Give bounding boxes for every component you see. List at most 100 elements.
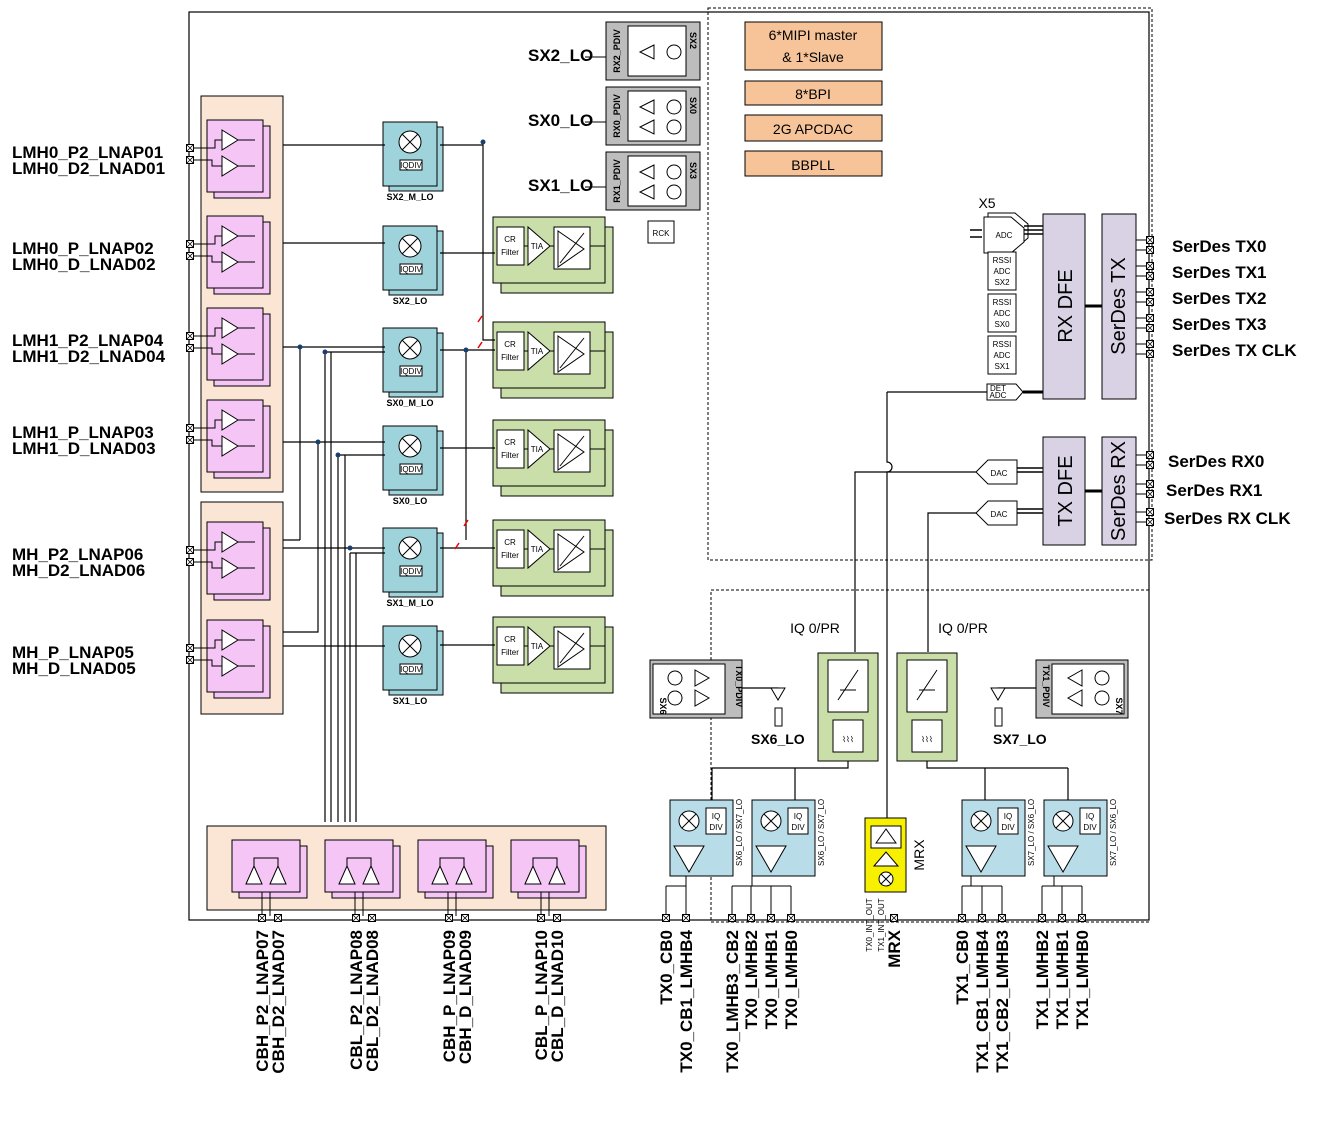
rx-dfe (1042, 213, 1086, 400)
svg-text:DAC: DAC (991, 510, 1008, 519)
svg-text:TX1_PDIV: TX1_PDIV (1041, 665, 1051, 708)
svg-text:Filter: Filter (501, 551, 519, 560)
svg-text:BBPLL: BBPLL (791, 157, 835, 173)
svg-text:SerDes RX0: SerDes RX0 (1168, 452, 1264, 471)
svg-text:TX0_LMHB2: TX0_LMHB2 (742, 930, 761, 1029)
svg-text:TX1_LMHB2: TX1_LMHB2 (1033, 930, 1052, 1029)
svg-text:SX0_LO: SX0_LO (528, 111, 593, 130)
svg-text:SX1_LO: SX1_LO (528, 176, 593, 195)
svg-text:IQDIV: IQDIV (400, 367, 422, 376)
svg-text:2G APCDAC: 2G APCDAC (773, 121, 853, 137)
svg-text:SerDes TX CLK: SerDes TX CLK (1172, 341, 1297, 360)
svg-text:MRX: MRX (885, 929, 904, 967)
svg-text:RX DFE: RX DFE (1055, 269, 1077, 342)
tx-synth-blocks: TX0_PDIV SX6 SX6_LO TX1_PDIV SX7 SX7_LO (649, 659, 1129, 747)
svg-text:CBH_P2_LNAP07: CBH_P2_LNAP07 (253, 930, 272, 1072)
tx-dfe (1042, 436, 1086, 546)
svg-text:DIV: DIV (1083, 823, 1097, 832)
svg-text:RX0_PDIV: RX0_PDIV (612, 94, 622, 138)
svg-text:CR: CR (504, 538, 516, 547)
svg-text:SX7_LO / SX6_LO: SX7_LO / SX6_LO (1027, 799, 1036, 866)
svg-text:DIV: DIV (709, 823, 723, 832)
svg-text:SX7_LO / SX6_LO: SX7_LO / SX6_LO (1109, 799, 1118, 866)
svg-text:TIA: TIA (531, 545, 544, 554)
lna-block (186, 119, 271, 199)
svg-text:TIA: TIA (531, 642, 544, 651)
svg-text:RX1_PDIV: RX1_PDIV (612, 159, 622, 203)
svg-text:IQDIV: IQDIV (400, 465, 422, 474)
svg-text:CBL_D2_LNAD08: CBL_D2_LNAD08 (363, 930, 382, 1072)
svg-text:Filter: Filter (501, 248, 519, 257)
svg-text:8*BPI: 8*BPI (795, 86, 831, 102)
svg-text:IQ 0/PR: IQ 0/PR (938, 620, 988, 636)
left-port-labels: LMH0_P2_LNAP01LMH0_D2_LNAD01LMH0_P_LNAP0… (12, 143, 166, 678)
svg-text:TX1_CB0: TX1_CB0 (953, 930, 972, 1005)
svg-text:TX1_CB1_LMHB4: TX1_CB1_LMHB4 (973, 929, 992, 1072)
svg-text:SerDes TX: SerDes TX (1108, 257, 1130, 354)
port-label: LMH0_P2_LNAP01 (12, 143, 163, 162)
svg-text:SX3: SX3 (688, 162, 698, 179)
mixer-blocks: IQDIVSX2_M_LOIQDIVSX2_LOIQDIVSX0_M_LOIQD… (382, 121, 444, 706)
svg-text:IQDIV: IQDIV (400, 161, 422, 170)
lna-block (186, 215, 271, 295)
svg-text:MRX: MRX (911, 839, 927, 871)
svg-text:DAC: DAC (991, 469, 1008, 478)
svg-text:RSSI: RSSI (993, 256, 1012, 265)
svg-text:TIA: TIA (531, 347, 544, 356)
port-label: LMH1_D2_LNAD04 (12, 347, 166, 366)
svg-text:Filter: Filter (501, 648, 519, 657)
svg-text:SX6: SX6 (658, 697, 668, 714)
svg-text:SX2: SX2 (994, 278, 1010, 287)
digital-region (707, 7, 1153, 561)
mixer-block: IQDIV SX2_M_LO (382, 121, 444, 202)
svg-text:IQDIV: IQDIV (400, 665, 422, 674)
svg-text:SX0_LO: SX0_LO (393, 496, 428, 506)
svg-text:IQ 0/PR: IQ 0/PR (790, 620, 840, 636)
svg-text:CBL_D_LNAD10: CBL_D_LNAD10 (548, 930, 567, 1062)
svg-text:TX1_INT_OUT: TX1_INT_OUT (877, 898, 886, 951)
svg-text:ADC: ADC (990, 391, 1007, 400)
svg-text:CBH_D_LNAD09: CBH_D_LNAD09 (456, 930, 475, 1064)
svg-text:CBH_D2_LNAD07: CBH_D2_LNAD07 (269, 930, 288, 1074)
lna-block (186, 619, 271, 699)
mixer-block: IQDIV SX0_LO (382, 425, 444, 506)
svg-text:SX0: SX0 (688, 97, 698, 114)
svg-text:TX1_LMHB0: TX1_LMHB0 (1073, 930, 1092, 1029)
svg-text:TX0_CB1_LMHB4: TX0_CB1_LMHB4 (677, 929, 696, 1072)
svg-text:TX0_INT_OUT: TX0_INT_OUT (865, 898, 874, 951)
svg-text:SX1_M_LO: SX1_M_LO (386, 598, 433, 608)
port-label: LMH1_P2_LNAP04 (12, 331, 164, 350)
svg-text:IQ: IQ (1004, 812, 1012, 821)
svg-text:SX2_M_LO: SX2_M_LO (386, 192, 433, 202)
cb-lna (231, 839, 308, 916)
svg-text:X5: X5 (978, 195, 995, 211)
svg-text:SX2_LO: SX2_LO (528, 46, 593, 65)
lna-block (186, 521, 271, 601)
svg-text:SerDes RX CLK: SerDes RX CLK (1164, 509, 1291, 528)
cb-lna (324, 839, 401, 916)
port-label: LMH0_D_LNAD02 (12, 255, 156, 274)
svg-text:SX7_LO: SX7_LO (993, 731, 1047, 747)
svg-text:SX1_LO: SX1_LO (393, 696, 428, 706)
svg-text:6*MIPI master: 6*MIPI master (769, 27, 858, 43)
svg-text:SX6_LO / SX7_LO: SX6_LO / SX7_LO (817, 799, 826, 866)
lna-block (186, 399, 271, 479)
mrx-block: MRX TX0_INT_OUT TX1_INT_OUT (864, 817, 927, 952)
filter-block: CR Filter TIA (492, 519, 614, 597)
svg-text:⌇⌇⌇: ⌇⌇⌇ (842, 735, 854, 744)
svg-text:SerDes TX0: SerDes TX0 (1172, 237, 1267, 256)
svg-text:TX0_PDIV: TX0_PDIV (734, 665, 744, 708)
mixer-block: IQDIV SX1_LO (382, 625, 444, 706)
port-label: LMH0_D2_LNAD01 (12, 159, 165, 178)
svg-text:CBH_P_LNAP09: CBH_P_LNAP09 (440, 930, 459, 1062)
